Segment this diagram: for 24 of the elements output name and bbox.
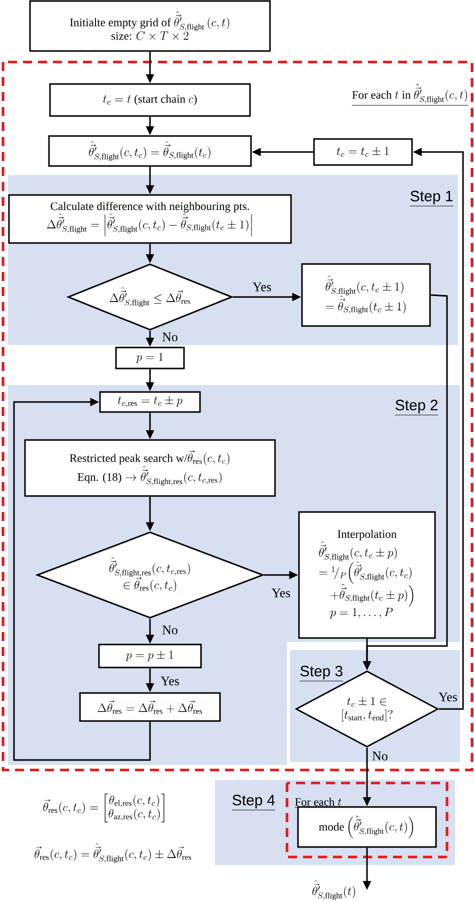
edge-label: No [162,332,178,342]
equation: $\vec{\theta}_{\mathrm{res}}(c,t_c)=\hat{\vec{\theta}}'_{S,\mathrm{flight}}(c,t_c)\pm\Delta\vec{\theta}_{\mathrm{res}}$ [34,843,192,863]
edge-label: Yes [160,676,179,686]
process-box: $\text{Initialte empty grid of } \hat{\vec{\theta}}'_{S,\mathrm{flight}}\left(c,t\right)$ $\text{size: } C\times T\times 2$ [29,0,271,52]
process-box: $\text{Restricted peak search w/}\vec{\theta}_{\mathrm{res}}(c,t_c)$ $\text{Eqn. (18)} \rightarrow \hat{\vec{\theta}}'_{S,\mathrm{flight,res}}(c,t_{c,\mathrm{res}})$ [24,439,276,497]
process-box: $t_c = t_c \pm 1$ [313,138,413,166]
process-box: $\hat{\vec{\theta}}'_{S,\mathrm{flight}}(c,t_c)=\hat{\vec{\theta}}_{S,\mathrm{flight}}(t_c)$ [48,135,252,167]
process-box: $t_{c,\mathrm{res}}=t_c\pm p$ [99,391,201,413]
edge-label: No [372,752,388,760]
process-box: $t_c = t\ \text{(start chain } c\text{)}$ [49,83,251,117]
process-box: $\Delta\vec{\theta}_{\mathrm{res}}=\Delta\vec{\theta}_{\mathrm{res}}+\Delta\vec{\theta}_{\mathrm{res}}$ [79,692,221,722]
process-box: $\mathrm{mode}\left(\hat{\vec{\theta}}'_{S,\mathrm{flight}}(c,t)\right)$ [297,806,437,848]
edge-label: Yes [252,282,271,292]
edge-label: No [162,626,178,634]
process-box: Interpolation $\begin{array}{l}\hat{\vec{\theta}}'_{S,\mathrm{flight}}(c,t_c\pm p)\\ ={}^{1}\!/_{P}\Big(\hat{\vec{\theta}}'_{S,\mathrm{flight}}(c,t_c)\\ \quad+\hat{\vec{\theta}}_{S,\mathrm{flight}}(t_c\pm p)\Big)\\ \quad p=1,\ldots,P\end{array}$ [298,511,436,639]
edge-label: Yes [438,692,457,702]
process-box: Calculate difference with neighbouring pts. $\Delta\hat{\vec{\theta}}'_{S,\mathrm{flight}}=\left|\hat{\vec{\theta}}'_{S,\mathrm{flight}}(c,t_c)-\hat{\vec{\theta}}_{S,\mathrm{flight}}(t_c\pm 1)\right|$ [8,194,292,244]
edge-label: Yes [272,588,290,598]
equation: $\vec{\theta}_{\mathrm{res}}(c,t_c)=\begin{bmatrix}\theta_{\mathrm{el,res}}(c,t_c)\\ \theta_{\mathrm{az,res}}(c,t_c)\end{bmatrix}$ [43,794,164,822]
process-box: $\begin{array}{l}\hat{\vec{\theta}}'_{S,\mathrm{flight}}(c,t_c\pm 1)\\ =\hat{\vec{\theta}}_{S,\mathrm{flight}}(t_c\pm 1)\end{array}$ [301,263,431,327]
output-label: $\hat{\vec{\theta}}'_{S,\mathrm{flight}}(t)$ [312,880,356,900]
process-box: $p=1$ [115,346,185,370]
arrow [13,398,151,761]
process-box: $p=p\pm 1$ [98,644,202,668]
